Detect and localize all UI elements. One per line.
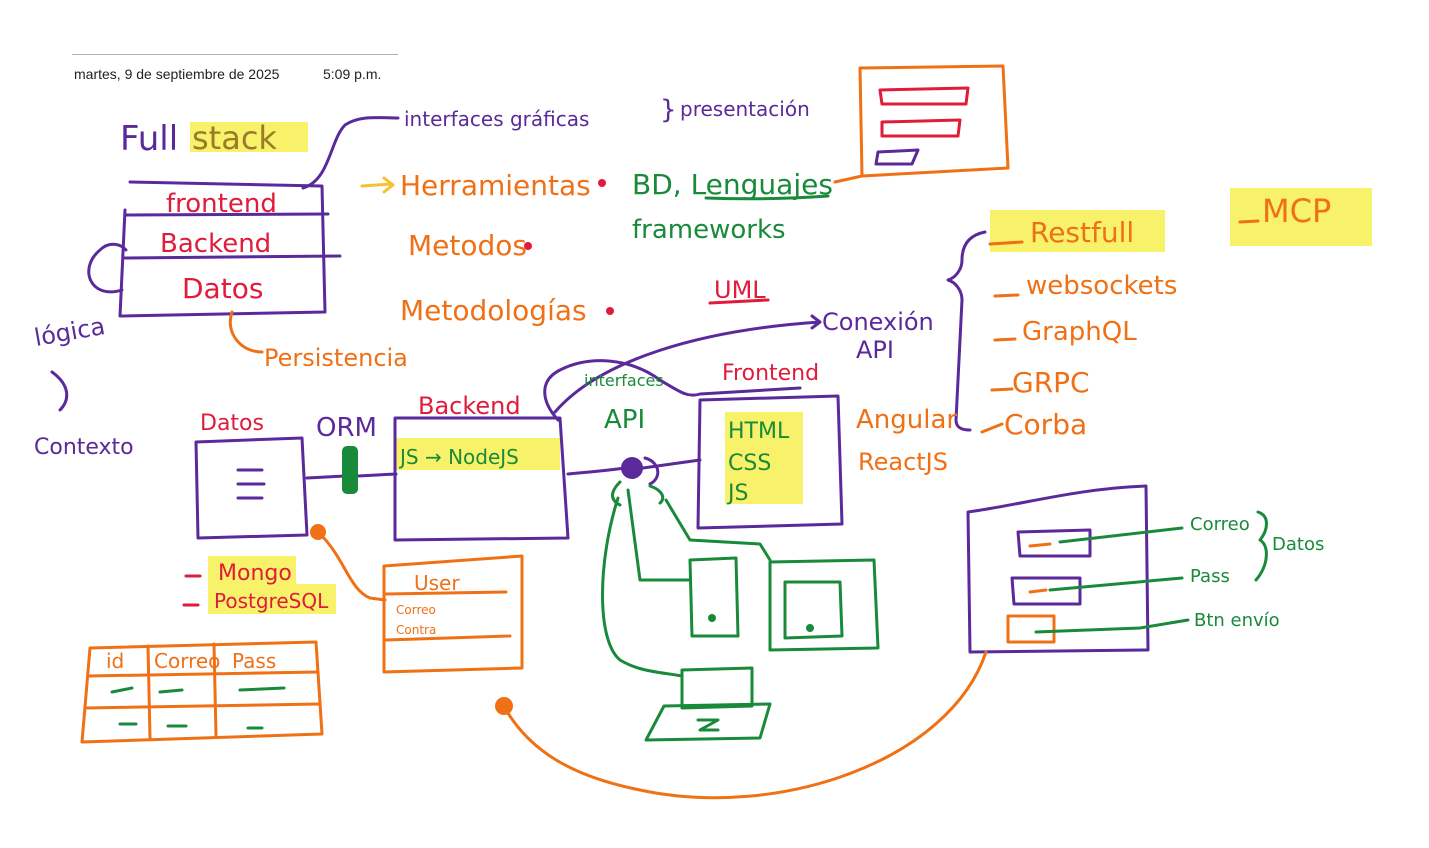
metodos-label: Metodos	[408, 229, 527, 262]
form-datos-label: Datos	[1272, 534, 1324, 555]
metodologias-label: Metodologías	[400, 294, 587, 327]
layers-box	[50, 116, 400, 412]
highlight-mongo	[208, 556, 296, 586]
persistencia-label: Persistencia	[264, 344, 408, 372]
data-table	[80, 640, 324, 744]
frontend-label: Frontend	[722, 361, 819, 386]
presentation-box	[833, 64, 1010, 184]
js-node-label: JS → NodeJS	[398, 445, 519, 469]
interfaces-label: interfaces gráficas	[404, 107, 589, 131]
flow-endpoint	[495, 697, 513, 715]
user-table-box	[382, 554, 524, 674]
bullet-icon	[524, 242, 532, 250]
user-field-correo: Correo	[396, 603, 436, 617]
datos-box	[194, 436, 398, 540]
api-graphql: GraphQL	[1022, 317, 1137, 347]
presentacion-label: presentación	[680, 97, 810, 121]
flow-curve	[504, 650, 988, 800]
highlight-mcp	[1230, 188, 1372, 246]
mcp-label: MCP	[1262, 192, 1331, 230]
orm-connector	[342, 446, 358, 494]
api-node-ring	[643, 456, 660, 486]
arrow-icon	[360, 176, 395, 194]
contexto-label: Contexto	[34, 435, 134, 460]
layer-backend: Backend	[160, 229, 271, 259]
herramientas-label: Herramientas	[400, 169, 591, 202]
bullet-icon	[606, 307, 614, 315]
persistencia-connector	[228, 310, 264, 354]
postgres-label: PostgreSQL	[214, 589, 329, 613]
highlight-stack	[190, 122, 308, 152]
db-user-link	[320, 534, 387, 602]
angular-label: Angular	[856, 405, 957, 435]
note-date: martes, 9 de septiembre de 2025	[74, 66, 280, 82]
highlight-html-css-js	[725, 412, 803, 504]
api-brace	[946, 230, 987, 432]
api-restfull: Restfull	[1030, 216, 1134, 249]
datos-label: Datos	[200, 411, 264, 436]
interfaces-api-label: interfaces	[584, 371, 664, 390]
api-websockets: websockets	[1026, 271, 1177, 301]
html-label: HTML	[728, 419, 790, 444]
layer-datos: Datos	[182, 272, 263, 305]
api-dashes	[182, 219, 1260, 607]
reactjs-label: ReactJS	[858, 448, 948, 476]
uml-label: UML	[714, 276, 766, 304]
api-label: API	[604, 405, 645, 435]
form-mockup	[966, 484, 1268, 654]
form-pass-label: Pass	[1190, 566, 1230, 587]
header-divider	[72, 54, 398, 55]
device-links	[601, 480, 880, 742]
bullet-icon	[598, 179, 606, 187]
logica-label: lógica	[32, 312, 107, 352]
highlight-restfull	[990, 210, 1165, 252]
form-btn-label: Btn envío	[1194, 610, 1280, 631]
user-field-contra: Contra	[396, 623, 436, 637]
css-label: CSS	[728, 451, 771, 476]
underline	[704, 194, 830, 201]
highlight-js-node	[395, 438, 560, 470]
table-header-id: id	[106, 649, 124, 673]
title-stack: stack	[192, 119, 277, 157]
js-label: JS	[726, 481, 748, 506]
frontend-box	[696, 394, 844, 530]
table-header-correo: Correo	[154, 649, 220, 673]
user-table-title: User	[414, 571, 460, 595]
highlight-postgres	[208, 584, 336, 614]
table-cells	[110, 686, 286, 730]
form-correo-label: Correo	[1190, 514, 1250, 535]
backend-label: Backend	[418, 392, 521, 420]
frameworks-label: frameworks	[632, 215, 786, 245]
api-grpc: GRPC	[1012, 366, 1090, 399]
table-header-pass: Pass	[232, 649, 276, 673]
backend-box	[393, 314, 822, 542]
underline	[708, 298, 770, 305]
orm-label: ORM	[316, 413, 377, 443]
api-node-link	[641, 458, 702, 470]
note-time: 5:09 p.m.	[323, 66, 382, 82]
brace-symbol: }	[660, 95, 677, 125]
layer-frontend: frontend	[166, 189, 277, 219]
mongo-label: Mongo	[218, 561, 292, 586]
bd-lenguajes-label: BD, Lenguajes	[632, 168, 833, 201]
title-full: Full	[120, 119, 178, 159]
api-corba: Corba	[1004, 408, 1087, 441]
conexion-api-label: API	[856, 336, 894, 364]
conexion-label: Conexión	[822, 308, 934, 336]
api-node	[621, 457, 643, 479]
